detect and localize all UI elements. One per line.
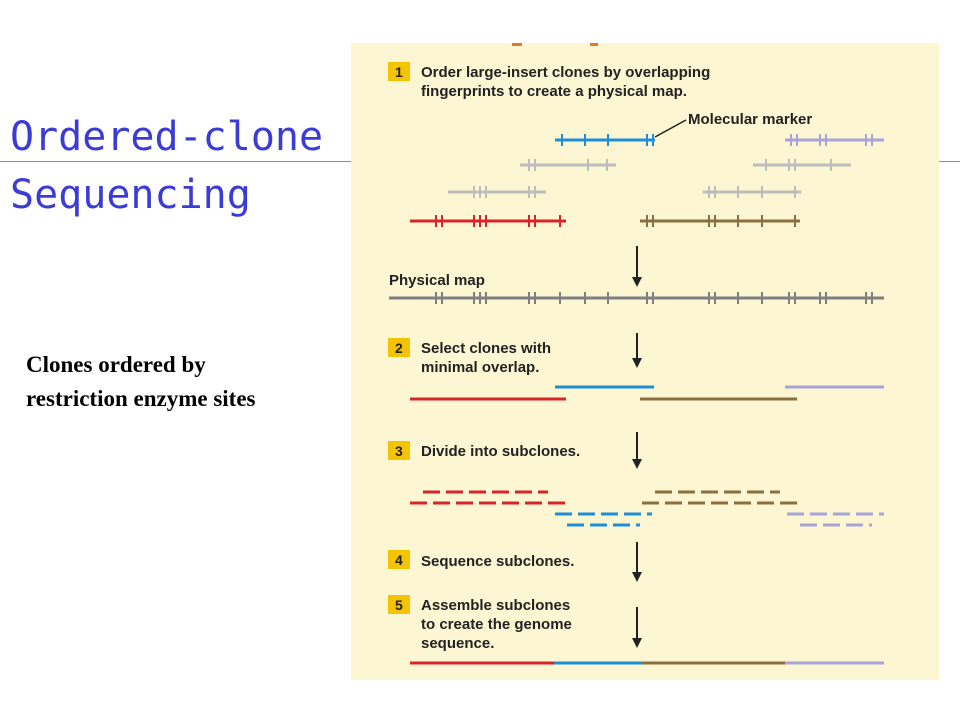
step-2-text-line: minimal overlap. [421,359,539,376]
molecular-marker-label: Molecular marker [688,111,812,128]
step-1-number: 1 [395,64,403,80]
physical-map-label: Physical map [389,272,485,289]
cropped-fragment [590,43,598,46]
step-3-box [388,441,410,460]
caption-line-1: Clones ordered by [26,352,206,377]
arrow-step-5-head [632,638,642,648]
step-5-box [388,595,410,614]
step-5-text-line: Assemble subclones [421,597,570,614]
arrow-step-4-head [632,572,642,582]
step-3-text-line: Divide into subclones. [421,443,580,460]
step-1-box [388,62,410,81]
slide-caption: Clones ordered by restriction enzyme sit… [26,348,256,416]
arrow-to-physical-map-head [632,277,642,287]
cropped-fragment [512,43,522,46]
caption-line-2: restriction enzyme sites [26,386,256,411]
step-2-box [388,338,410,357]
step-2-text-line: Select clones with [421,340,551,357]
step-4-box [388,550,410,569]
step-1-text-line: Order large-insert clones by overlapping [421,64,710,81]
molecular-marker-leader [654,119,687,138]
step-5-number: 5 [395,597,403,613]
step-2-number: 2 [395,340,403,356]
sequencing-figure: 1 Order large-insert clones by overlappin… [351,43,939,680]
slide-title-line-2: Sequencing [10,172,251,218]
slide-title-line-1: Ordered-clone [10,114,324,160]
step-4-number: 4 [395,552,403,568]
arrow-step-3-head [632,459,642,469]
arrow-step-2-head [632,358,642,368]
step-4-text-line: Sequence subclones. [421,553,574,570]
step-5-text-line: to create the genome [421,616,572,633]
step-3-number: 3 [395,443,403,459]
step-5-text-line: sequence. [421,635,494,652]
slide-title: Ordered-clone Sequencing [10,108,323,224]
sequencing-diagram: 1 Order large-insert clones by overlappin… [388,43,884,665]
step-1-text-line: fingerprints to create a physical map. [421,83,687,100]
